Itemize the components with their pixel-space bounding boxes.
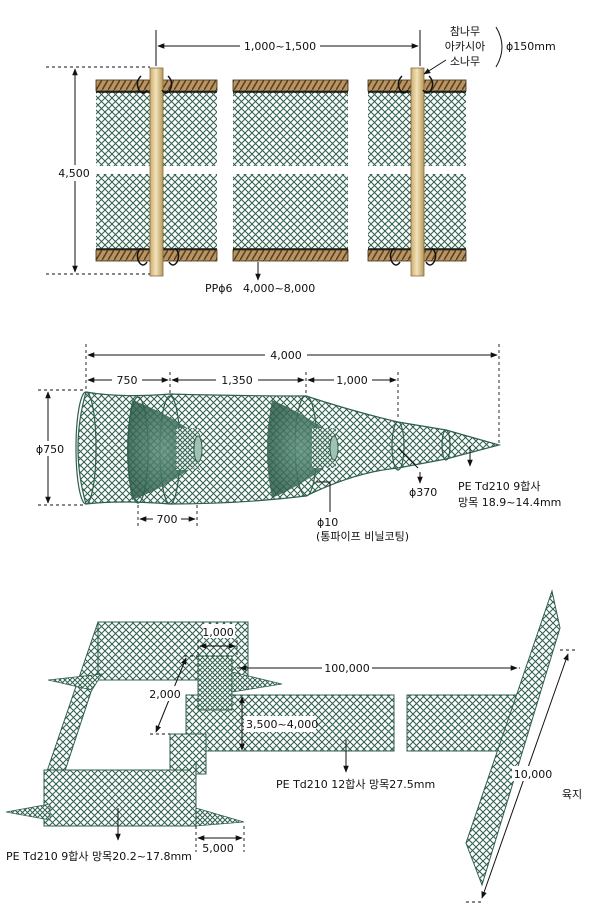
- throat-cone-1: [127, 400, 198, 500]
- trap-inner-chamber: [197, 655, 233, 711]
- left-upper-wing: [47, 673, 103, 691]
- side-length-label: 2,000: [149, 688, 181, 701]
- height-label: 4,500: [58, 167, 90, 180]
- segment-3-label: 1,000: [336, 374, 368, 387]
- hoop-mouth: [75, 391, 97, 505]
- rope-spec-label: PPϕ6: [205, 282, 233, 295]
- species-3: 소나무: [450, 55, 480, 68]
- net-mesh-label: 망목 18.9~14.4mm: [458, 496, 561, 509]
- right-lower-wing: [195, 807, 245, 827]
- pipe-size-label: ϕ10: [317, 516, 338, 529]
- throat-cone-2: [267, 400, 334, 498]
- left-lower-wing: [5, 803, 51, 821]
- trap-net-spec: PE Td210 9합사 망목20.2~17.8mm: [6, 850, 192, 863]
- segment-2-label: 1,350: [221, 374, 253, 387]
- wing-length-label: 5,000: [202, 842, 234, 855]
- panel-length-label: 4,000~8,000: [243, 282, 315, 295]
- bottom-rope-middle: [232, 249, 349, 262]
- total-length-label: 4,000: [270, 349, 302, 362]
- leader-length-label: 100,000: [324, 662, 370, 675]
- inner-length-label: 700: [157, 513, 178, 526]
- pole-diameter-label: ϕ150mm: [506, 40, 556, 53]
- net-spec-label: PE Td210 9합사: [458, 480, 541, 493]
- species-brace: [495, 26, 503, 68]
- pipe-description: (통파이프 비닐코팅): [316, 530, 409, 543]
- right-upper-wing: [231, 671, 283, 693]
- top-rope-middle: [232, 79, 349, 92]
- rope-hooks: [136, 75, 437, 266]
- shore-length-label: 10,000: [514, 768, 553, 781]
- shore-label: 육지: [562, 788, 582, 801]
- tail-diameter-label: ϕ370: [409, 486, 437, 499]
- figure-2-fyke-net: 4,000 750 1,350 1,000 ϕ750 700: [29, 344, 561, 543]
- mouth-diameter-label: ϕ750: [36, 443, 64, 456]
- trap-front-wall: [43, 760, 197, 827]
- trap-inner-step: [169, 733, 207, 775]
- box-top-label: 1,000: [202, 626, 234, 639]
- panel-gap-stripe: [90, 166, 470, 174]
- hoop-5: [391, 421, 405, 471]
- hoop-6: [441, 429, 451, 461]
- leader-height-label: 3,500~4,000: [246, 718, 318, 731]
- species-2: 아카시아: [445, 40, 485, 53]
- figure-3-set-net-layout: 1,000 100,000 2,000 3,500~4,000 PE Td210…: [5, 589, 582, 903]
- leader-net-spec: PE Td210 12합사 망목27.5mm: [276, 778, 435, 791]
- species-1: 참나무: [450, 25, 480, 38]
- wooden-pole-left: [149, 67, 164, 277]
- wooden-pole-right: [410, 67, 425, 277]
- spacing-label: 1,000~1,500: [244, 40, 316, 53]
- segment-1-label: 750: [117, 374, 138, 387]
- figure-1-staked-net: 1,000~1,500 4,500 참나무 아카시아 소나무 ϕ150mm PP…: [46, 25, 556, 295]
